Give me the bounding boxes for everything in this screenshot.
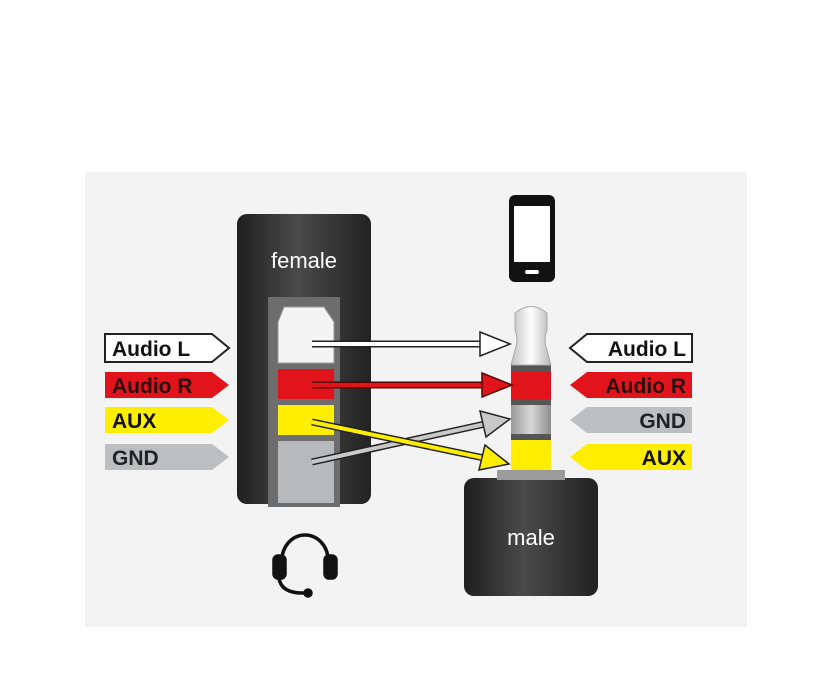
male-body <box>464 478 598 596</box>
label-text: GND <box>112 447 159 470</box>
male-insulator-2 <box>511 399 551 405</box>
female-label-aux: AUX <box>105 407 229 433</box>
arrow-audio-l <box>312 330 513 358</box>
diagram-background <box>85 172 747 627</box>
male-insulator-1 <box>511 365 551 372</box>
label-tag <box>570 444 692 470</box>
label-text: Audio R <box>606 375 686 398</box>
male-insulator-3 <box>511 434 551 440</box>
label-text: Audio L <box>608 338 686 361</box>
female-title: female <box>271 248 337 273</box>
female-label-audio-l: Audio L <box>104 333 231 363</box>
label-text: GND <box>639 410 686 433</box>
male-ring-aux <box>511 405 551 434</box>
male-collar <box>497 470 565 480</box>
female-connector: female <box>237 214 371 507</box>
female-contact-gnd <box>278 441 334 503</box>
female-label-audio-r: Audio R <box>105 372 229 398</box>
label-tag <box>568 333 693 363</box>
male-label-audio-l: Audio L <box>568 333 693 363</box>
label-tag <box>105 372 229 398</box>
smartphone-icon <box>509 195 555 282</box>
label-text: Audio R <box>112 375 192 398</box>
label-tag <box>570 372 692 398</box>
label-text: AUX <box>112 410 156 433</box>
label-tag <box>105 407 229 433</box>
male-ring-gnd <box>511 440 551 470</box>
label-tag <box>104 333 231 363</box>
female-label-gnd: GND <box>105 444 229 470</box>
male-label-audio-r: Audio R <box>570 372 692 398</box>
label-text: AUX <box>642 447 686 470</box>
female-contact-tip <box>277 306 335 364</box>
arrow-audio-r <box>312 371 515 399</box>
label-tag <box>570 407 692 433</box>
arrow-aux <box>311 418 511 471</box>
male-label-aux: AUX <box>570 444 692 470</box>
headset-icon <box>272 533 338 598</box>
male-label-gnd: GND <box>570 407 692 433</box>
female-contact-aux <box>278 405 334 435</box>
male-ring-audio-r <box>511 372 551 399</box>
label-text: Audio L <box>112 338 190 361</box>
male-tip-audio-l <box>510 306 552 366</box>
label-tag <box>105 444 229 470</box>
male-connector: male <box>464 306 598 596</box>
male-title: male <box>507 525 555 550</box>
